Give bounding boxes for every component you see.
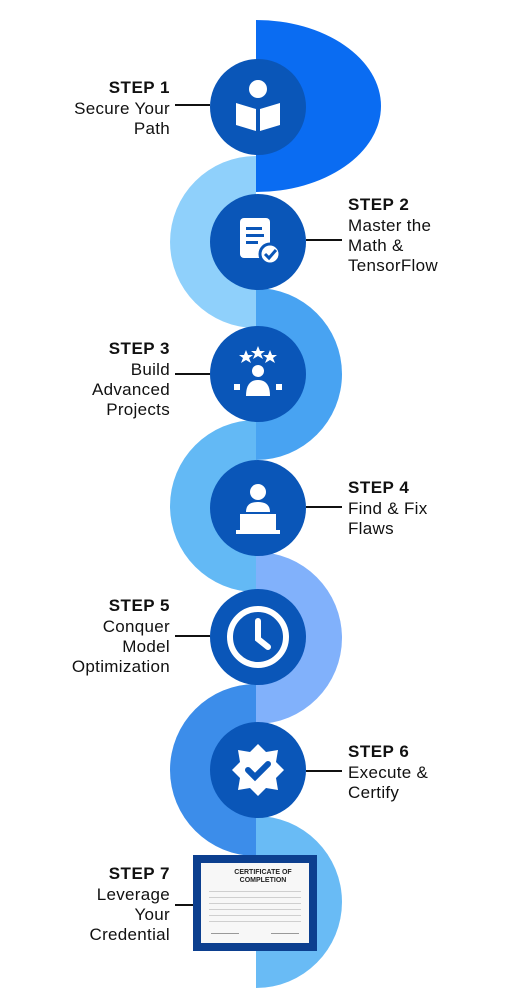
step-7-line-3: Credential xyxy=(89,925,170,944)
step-5-label: STEP 5 Conquer Model Optimization xyxy=(20,595,170,677)
step-5-number: STEP 5 xyxy=(108,596,170,615)
certificate-signature-line xyxy=(211,933,239,934)
step-4-badge xyxy=(210,460,306,556)
step-4-line-2: Flaws xyxy=(348,519,394,538)
step-6-line-1: Execute & xyxy=(348,763,429,782)
step-5-line-2: Model xyxy=(122,637,170,656)
step-7-line-2: Your xyxy=(134,905,170,924)
step-3-label: STEP 3 Build Advanced Projects xyxy=(20,338,170,420)
step-5-badge xyxy=(210,589,306,685)
connector-step-5 xyxy=(175,635,210,637)
clock-icon xyxy=(227,606,289,668)
step-1-line-1: Secure Your xyxy=(74,99,170,118)
step-3-line-3: Projects xyxy=(106,400,170,419)
step-4-line-1: Find & Fix xyxy=(348,499,428,518)
connector-step-2 xyxy=(306,239,342,241)
step-3-line-2: Advanced xyxy=(91,380,170,399)
step-6-line-2: Certify xyxy=(348,783,400,802)
step-2-line-3: TensorFlow xyxy=(348,256,438,275)
step-1-label: STEP 1 Secure Your Path xyxy=(20,77,170,139)
badge-check-icon xyxy=(232,744,284,796)
document-check-icon xyxy=(240,218,282,266)
step-2-line-1: Master the xyxy=(348,216,432,235)
step-5-line-1: Conquer xyxy=(102,617,170,636)
step-6-badge xyxy=(210,722,306,818)
step-6-label: STEP 6 Execute & Certify xyxy=(348,741,498,803)
presenter-podium-icon xyxy=(236,484,280,534)
connector-step-1 xyxy=(175,104,210,106)
step-2-number: STEP 2 xyxy=(348,195,410,214)
step-7-line-1: Leverage xyxy=(96,885,170,904)
step-1-badge xyxy=(210,59,306,155)
certificate-title: CERTIFICATE OF COMPLETION xyxy=(234,869,292,884)
step-2-label: STEP 2 Master the Math & TensorFlow xyxy=(348,194,498,276)
step-7-number: STEP 7 xyxy=(108,864,170,883)
step-3-badge xyxy=(210,326,306,422)
certificate-image: CERTIFICATE OF COMPLETION xyxy=(193,855,317,951)
step-4-number: STEP 4 xyxy=(348,478,410,497)
step-1-line-2: Path xyxy=(133,119,170,138)
connector-step-3 xyxy=(175,373,210,375)
certificate-paper: CERTIFICATE OF COMPLETION xyxy=(201,863,309,943)
wave-segment-1 xyxy=(256,20,381,192)
step-4-label: STEP 4 Find & Fix Flaws xyxy=(348,477,498,539)
certificate-body xyxy=(209,891,301,925)
book-reader-icon xyxy=(236,80,280,131)
team-gear-stars-icon xyxy=(234,346,282,396)
step-2-badge xyxy=(210,194,306,290)
step-5-line-3: Optimization xyxy=(71,657,170,676)
step-1-number: STEP 1 xyxy=(108,78,170,97)
connector-step-4 xyxy=(306,506,342,508)
step-7-label: STEP 7 Leverage Your Credential xyxy=(20,863,170,945)
step-3-line-1: Build xyxy=(130,360,170,379)
connector-step-7 xyxy=(175,904,193,906)
certificate-signature-line-2 xyxy=(271,933,299,934)
connector-step-6 xyxy=(306,770,342,772)
step-2-line-2: Math & xyxy=(348,236,404,255)
step-6-number: STEP 6 xyxy=(348,742,410,761)
step-3-number: STEP 3 xyxy=(108,339,170,358)
